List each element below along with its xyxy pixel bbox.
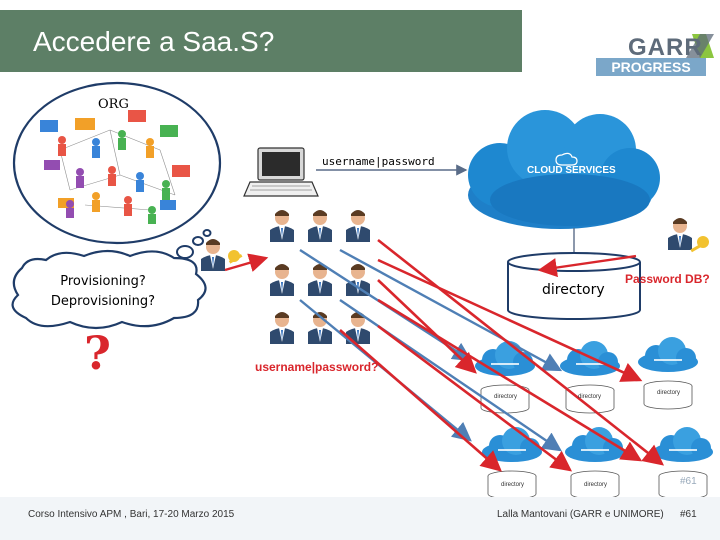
mini-directory-label: directory [578,394,602,400]
admin-to-directory-arrow [537,254,637,278]
admin-to-users-arrow [224,253,269,272]
users-grid [270,210,370,344]
garr-x-mark [686,34,714,58]
user-to-service-arrows [299,238,665,472]
cloud-services-cloud [468,110,660,229]
mini-directory-label: directory [584,482,608,488]
provisioning-thought-cloud [11,249,207,330]
thought-dot-large [176,245,194,259]
logo-text: GARR [628,34,703,61]
logo-subtitle: PROGRESS [596,58,706,76]
saas-cloud-3 [638,337,698,410]
question-mark: ? [84,326,111,380]
mini-directory-label: directory [501,482,525,488]
credentials-label: username|password [322,155,435,168]
thought-dot-medium [192,236,204,246]
admin-person-right [668,218,709,253]
footer-author: Lalla Mantovani (GARR e UNIMORE) [497,509,664,520]
footer-course: Corso Intensivo APM , Bari, 17-20 Marzo … [28,509,235,520]
saas-cloud-2 [560,341,620,414]
directory-label: directory [542,282,605,298]
username-password-question: username|password? [255,360,379,374]
mini-directory-label: directory [657,390,681,396]
ghost-page-number: #61 [680,476,697,487]
provisioning-label: Provisioning? [60,274,146,289]
title-bar [0,10,522,72]
deprovisioning-label: Deprovisioning? [50,294,156,309]
saas-cloud-5 [565,427,625,500]
slide-title: Accedere a Saa.S? [33,26,275,57]
footer-page-number: #61 [680,509,697,520]
password-db-label: Password DB? [625,272,710,286]
org-label: ORG [98,97,129,112]
admin-person-left [201,239,243,271]
laptop-icon [243,147,319,197]
garr-logo: GARR PROGRESS [596,30,714,78]
footer-bar [0,497,720,540]
mini-directory-label: directory [494,394,518,400]
cloud-services-label: CLOUD SERVICES [527,165,616,176]
thought-dot-small [202,229,212,237]
org-people-network [40,110,190,224]
